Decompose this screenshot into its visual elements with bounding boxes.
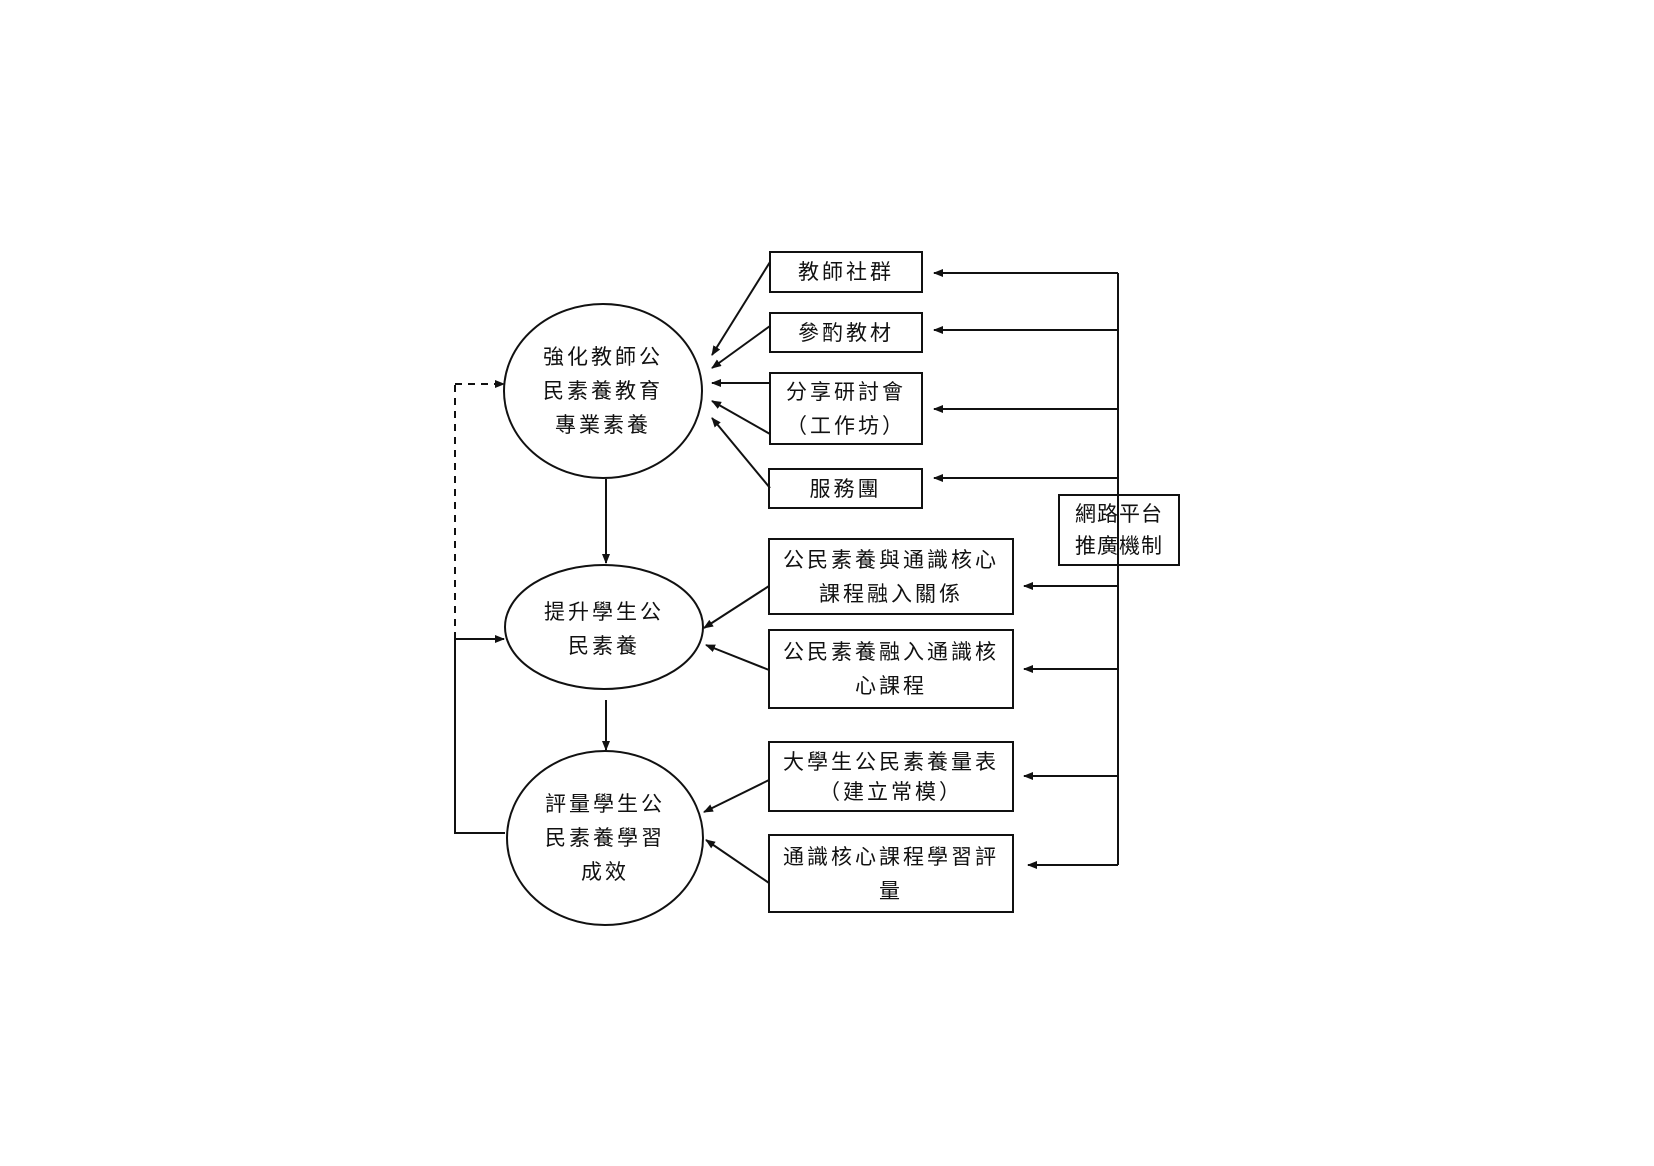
arrow-materials-to-teacher <box>711 325 771 369</box>
goal-assess-ellipse <box>506 750 704 926</box>
goal-student-ellipse <box>504 564 704 690</box>
goal-student-label: 提升學生公 民素養 <box>514 593 694 665</box>
arrow-integration-relation-to-student <box>703 585 770 629</box>
box-integration-relation-text-2: 課程融入關係 <box>819 581 963 606</box>
goal-teacher-line-3: 專業素養 <box>555 413 651 437</box>
box-integration-relation-label: 公民素養與通識核心 課程融入關係 <box>769 539 1013 614</box>
goal-teacher-line-2: 民素養教育 <box>543 379 663 403</box>
box-course-assessment-text-1: 通識核心課程學習評 <box>783 844 999 869</box>
box-workshop-label: 分享研討會 （工作坊） <box>770 373 922 444</box>
arrow-workshop2-to-teacher <box>711 400 771 435</box>
goal-student-line-2: 民素養 <box>568 634 640 658</box>
box-platform-text-1: 網路平台 <box>1075 502 1163 526</box>
box-course-assessment <box>768 834 1014 913</box>
box-scale-text-2: （建立常模） <box>819 779 963 804</box>
goal-teacher-line-1: 強化教師公 <box>543 345 663 369</box>
box-materials-label: 參酌教材 <box>770 313 922 352</box>
box-workshop <box>769 372 923 445</box>
box-community-text: 教師社群 <box>798 260 894 284</box>
box-integration-relation-text-1: 公民素養與通識核心 <box>783 547 999 572</box>
box-scale-text-1: 大學生公民素養量表 <box>783 749 999 774</box>
goal-assess-line-2: 民素養學習 <box>545 826 665 850</box>
goal-assess-label: 評量學生公 民素養學習 成效 <box>515 781 695 895</box>
box-service-text: 服務團 <box>809 476 882 501</box>
box-integration-course-text-2: 心課程 <box>855 674 927 698</box>
goal-teacher-label: 強化教師公 民素養教育 專業素養 <box>513 334 693 448</box>
box-platform-label: 網路平台 推廣機制 <box>1059 495 1179 565</box>
box-scale <box>768 741 1014 812</box>
arrow-scale-to-assess <box>703 779 770 813</box>
box-service-label: 服務團 <box>769 469 922 508</box>
box-workshop-text-2: （工作坊） <box>786 413 906 438</box>
box-community-label: 教師社群 <box>770 252 922 292</box>
box-integration-relation <box>768 538 1014 615</box>
box-workshop-text-1: 分享研討會 <box>786 379 906 404</box>
box-materials-text: 參酌教材 <box>798 320 894 345</box>
arrow-integration-course-to-student <box>705 644 770 671</box>
goal-assess-line-1: 評量學生公 <box>545 792 665 816</box>
box-service <box>768 468 923 509</box>
goal-teacher-ellipse <box>503 303 703 479</box>
box-platform-text-2: 推廣機制 <box>1075 534 1163 558</box>
box-community <box>769 251 923 293</box>
box-course-assessment-label: 通識核心課程學習評 量 <box>769 835 1013 912</box>
box-scale-label: 大學生公民素養量表 （建立常模） <box>769 742 1013 811</box>
box-integration-course-label: 公民素養融入通識核 心課程 <box>769 630 1013 708</box>
box-integration-course-text-1: 公民素養融入通識核 <box>783 640 999 664</box>
arrow-community-to-teacher <box>711 261 771 356</box>
feedback-solid-line <box>454 639 505 834</box>
box-course-assessment-text-2: 量 <box>879 878 903 903</box>
goal-assess-line-3: 成效 <box>581 860 629 884</box>
box-materials <box>769 312 923 353</box>
arrow-service-to-teacher <box>711 417 771 489</box>
goal-student-line-1: 提升學生公 <box>544 600 664 624</box>
arrow-course-assessment-to-assess <box>705 839 770 884</box>
